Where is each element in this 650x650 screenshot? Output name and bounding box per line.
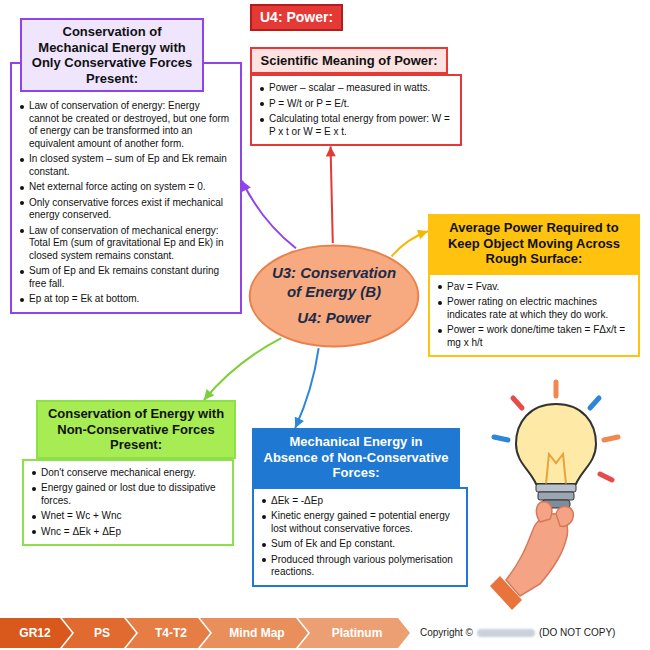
bullet-point: Calculating total energy from power: W =… <box>269 113 452 138</box>
panel-body: Pav = Fvav. Power rating on electric mach… <box>428 273 640 358</box>
breadcrumb-chevron: GR12 <box>0 618 72 648</box>
bullet-point: Power rating on electric machines indica… <box>447 296 630 321</box>
topic-panel: U4: Power:Scientific Meaning of Power:Po… <box>250 4 462 146</box>
bullet-point: Law of conservation of mechanical energy… <box>29 225 232 263</box>
lightbulb-hand-illustration <box>490 382 618 610</box>
bullet-point: Power – scalar – measured in watts. <box>269 82 452 95</box>
bullet-point: Don't conserve mechanical energy. <box>41 467 224 480</box>
breadcrumb-chevron: T4-T2 <box>126 618 210 648</box>
bulb-base <box>536 484 576 492</box>
breadcrumb-text: Platinum <box>332 626 383 640</box>
connector-arrow <box>204 338 281 400</box>
light-ray <box>554 382 559 396</box>
breadcrumb-chevron: Mind Map <box>200 618 308 648</box>
bullet-point: Produced through various polymerisation … <box>271 554 458 579</box>
panel-body: Power – scalar – measured in watts. P = W… <box>250 74 462 146</box>
panel-heading: Scientific Meaning of Power: <box>250 47 448 75</box>
bullet-point: Kinetic energy gained = potential energy… <box>271 510 458 535</box>
connector-arrow <box>242 181 296 249</box>
bullet-point: Sum of Ep and Ek remains constant during… <box>29 265 232 290</box>
hand-palm <box>506 514 568 596</box>
breadcrumb-text: T4-T2 <box>155 626 187 640</box>
blurred-url <box>477 629 535 637</box>
center-text-group: U3: Conservation of Energy (B) U4: Power <box>248 264 420 327</box>
bullet-point: ΔEk = -ΔEp <box>271 495 458 508</box>
connector-arrow <box>392 230 428 256</box>
central-topic-text: U3: Conservation of Energy (B) <box>270 264 398 302</box>
light-ray <box>513 398 522 408</box>
bullet-point: Wnc = ΔEk + ΔEp <box>41 526 224 539</box>
bullet-point: Law of conservation of energy: Energy ca… <box>29 100 232 150</box>
breadcrumb-chevron: PS <box>62 618 136 648</box>
bullet-point: Energy gained or lost due to dissipative… <box>41 482 224 507</box>
bullet-point: Sum of Ek and Ep constant. <box>271 538 458 551</box>
hand-finger <box>556 507 573 527</box>
connector-arrow <box>326 146 336 243</box>
bullet-point: Power = work done/time taken = FΔx/t = m… <box>447 324 630 349</box>
connector-line <box>295 348 318 428</box>
bullet-point: Net external force acting on system = 0. <box>29 181 232 194</box>
panel-heading: Conservation of Mechanical Energy with O… <box>20 18 204 92</box>
bulb-base <box>538 492 574 500</box>
bulb-filament <box>546 454 566 484</box>
bullet-point: Ep at top = Ek at bottom. <box>29 293 232 306</box>
sleeve-cuff <box>490 576 522 610</box>
bullet-point: Wnet = Wc + Wnc <box>41 510 224 523</box>
bullet-point: Only conservative forces exist if mechan… <box>29 197 232 222</box>
arrow-head <box>204 389 214 400</box>
breadcrumb-text: Mind Map <box>229 626 284 640</box>
connector-arrow <box>295 348 319 428</box>
arrow-head <box>295 417 304 428</box>
panel-body: Don't conserve mechanical energy. Energy … <box>22 459 234 547</box>
bullet-point: In closed system – sum of Ep and Ek rema… <box>29 153 232 178</box>
breadcrumb-text: PS <box>94 626 110 640</box>
panel-body: Law of conservation of energy: Energy ca… <box>10 62 242 314</box>
panel-body: ΔEk = -ΔEpKinetic energy gained = potent… <box>252 487 468 587</box>
ellipse-shape <box>250 246 419 347</box>
central-topic-text: U4: Power <box>270 309 398 328</box>
hand-thumb <box>536 502 551 522</box>
topic-panel: Conservation of Energy with Non-Conserva… <box>22 400 236 546</box>
arrow-head <box>326 146 336 156</box>
panel-heading: Conservation of Energy with Non-Conserva… <box>36 400 236 459</box>
connector-line <box>331 146 333 243</box>
breadcrumb-chevron: Platinum <box>298 618 410 648</box>
topic-panel: Average Power Required to Keep Object Mo… <box>428 214 640 357</box>
central-topic-ellipse: U3: Conservation of Energy (B) U4: Power <box>248 244 420 348</box>
bulb-glass <box>516 404 596 484</box>
light-ray <box>494 437 508 440</box>
arrow-head <box>417 230 428 239</box>
panel-heading: Average Power Required to Keep Object Mo… <box>428 214 640 273</box>
light-ray <box>600 474 612 480</box>
copyright-note: (DO NOT COPY) <box>539 627 615 638</box>
connector-line <box>204 338 281 400</box>
panel-heading: Mechanical Energy in Absence of Non-Cons… <box>252 428 460 487</box>
bullet-point: P = W/t or P = E/t. <box>269 98 452 111</box>
bullet-point: Pav = Fvav. <box>447 281 630 294</box>
connector-line <box>242 181 296 249</box>
topic-panel: Mechanical Energy in Absence of Non-Cons… <box>252 428 468 587</box>
light-ray <box>604 437 618 440</box>
light-ray <box>590 398 599 408</box>
unit-tag: U4: Power: <box>250 4 343 31</box>
arrow-head <box>242 181 251 192</box>
copyright-row: Copyright © (DO NOT COPY) <box>420 627 615 638</box>
breadcrumb-text: GR12 <box>19 626 50 640</box>
topic-panel: Conservation of Mechanical Energy with O… <box>10 18 242 314</box>
copyright-note: Copyright © <box>420 627 473 638</box>
